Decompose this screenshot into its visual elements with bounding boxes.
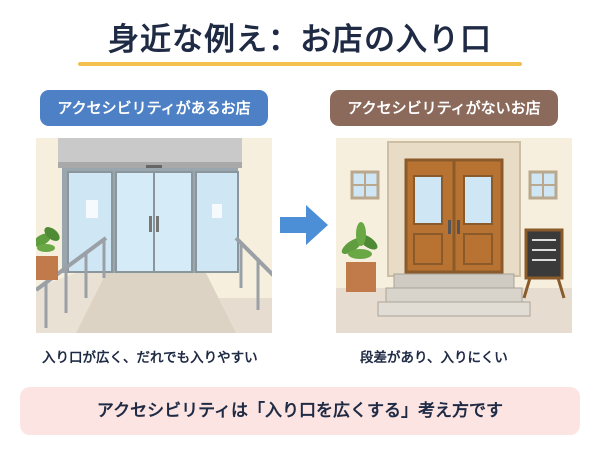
summary-banner: アクセシビリティは「入り口を広くする」考え方です xyxy=(20,387,580,435)
plant-icon xyxy=(36,227,60,280)
plant-icon xyxy=(341,222,378,292)
accessible-store-caption: 入り口が広く、だれでも入りやすい xyxy=(42,350,258,366)
title-underline xyxy=(78,62,522,66)
arrow-right-icon xyxy=(280,205,328,245)
accessible-store-label: アクセシビリティがあるお店 xyxy=(40,90,268,126)
inaccessible-store-caption: 段差があり、入りにくい xyxy=(360,350,508,366)
page-title: 身近な例え：お店の入り口 xyxy=(108,22,492,58)
accessible-store-illustration xyxy=(36,138,272,333)
menu-board-icon xyxy=(522,228,566,299)
inaccessible-store-label: アクセシビリティがないお店 xyxy=(330,90,558,126)
inaccessible-store-illustration xyxy=(336,138,572,333)
